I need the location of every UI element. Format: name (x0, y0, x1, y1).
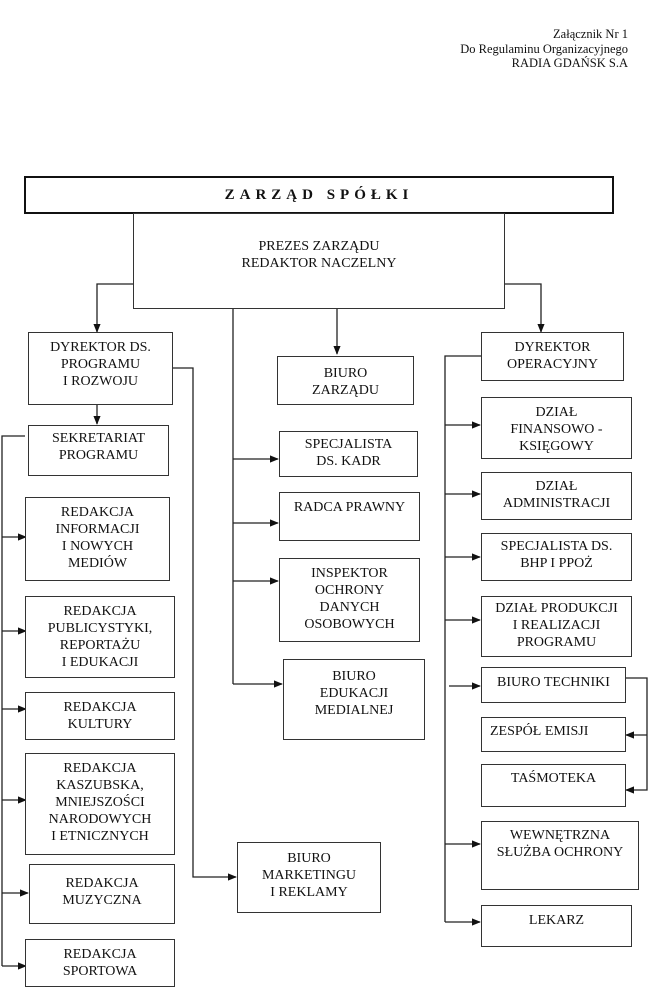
legal-counsel-box: RADCA PRAWNY (279, 492, 420, 541)
operations-director-box: DYREKTOR OPERACYJNY (481, 332, 624, 381)
technical-office-label: BIURO TECHNIKI (497, 675, 610, 690)
unit-kashubian-label: REDAKCJA KASZUBSKA, MNIEJSZOŚCI NARODOWY… (48, 761, 152, 844)
attachment-regulation: Do Regulaminu Organizacyjnego (460, 41, 628, 56)
unit-journalism-label: REDAKCJA PUBLICYSTYKI, REPORTAŻU I EDUKA… (47, 604, 153, 670)
media-education-label: BIURO EDUKACJI MEDIALNEJ (314, 669, 394, 718)
media-education-box: BIURO EDUKACJI MEDIALNEJ (283, 659, 425, 740)
doctor-label: LEKARZ (528, 913, 585, 928)
production-dept-label: DZIAŁ PRODUKCJI I REALIZACJI PROGRAMU (495, 601, 618, 650)
connector-right-trunk (444, 355, 481, 922)
operations-director-label: DYREKTOR OPERACYJNY (506, 340, 598, 372)
broadcast-team-box: ZESPÓŁ EMISJI (481, 717, 626, 752)
connector-technical-office (625, 677, 648, 794)
board-office-box: BIURO ZARZĄDU (277, 356, 414, 405)
administration-dept-label: DZIAŁ ADMINISTRACJI (502, 479, 611, 511)
president-label: PREZES ZARZĄDU REDAKTOR NACZELNY (241, 239, 397, 271)
security-service-label: WEWNĘTRZNA SŁUŻBA OCHRONY (496, 828, 624, 860)
program-director-label: DYREKTOR DS. PROGRAMU I ROZWOJU (50, 340, 151, 389)
unit-journalism-box: REDAKCJA PUBLICYSTYKI, REPORTAŻU I EDUKA… (25, 596, 175, 678)
finance-dept-box: DZIAŁ FINANSOWO - KSIĘGOWY (481, 397, 632, 459)
data-protection-label: INSPEKTOR OCHRONY DANYCH OSOBOWYCH (304, 566, 395, 632)
unit-sports-label: REDAKCJA SPORTOWA (62, 947, 138, 979)
unit-music-label: REDAKCJA MUZYCZNA (62, 876, 142, 908)
connector-director-marketing (173, 367, 237, 881)
marketing-box: BIURO MARKETINGU I REKLAMY (237, 842, 381, 913)
secretariat-box: SEKRETARIAT PROGRAMU (28, 425, 169, 476)
unit-culture-label: REDAKCJA KULTURY (63, 700, 137, 732)
board-office-label: BIURO ZARZĄDU (312, 366, 379, 398)
security-service-box: WEWNĘTRZNA SŁUŻBA OCHRONY (481, 821, 639, 890)
hr-specialist-box: SPECJALISTA DS. KADR (279, 431, 418, 477)
safety-specialist-label: SPECJALISTA DS. BHP I PPOŻ (500, 539, 613, 571)
administration-dept-box: DZIAŁ ADMINISTRACJI (481, 472, 632, 520)
unit-sports-box: REDAKCJA SPORTOWA (25, 939, 175, 987)
production-dept-box: DZIAŁ PRODUKCJI I REALIZACJI PROGRAMU (481, 596, 632, 657)
finance-dept-label: DZIAŁ FINANSOWO - KSIĘGOWY (510, 405, 603, 454)
safety-specialist-box: SPECJALISTA DS. BHP I PPOŻ (481, 533, 632, 581)
attachment-header: Załącznik Nr 1 Do Regulaminu Organizacyj… (460, 27, 628, 71)
unit-news-box: REDAKCJA INFORMACJI I NOWYCH MEDIÓW (25, 497, 170, 581)
doctor-box: LEKARZ (481, 905, 632, 947)
hr-specialist-label: SPECJALISTA DS. KADR (304, 437, 393, 469)
unit-music-box: REDAKCJA MUZYCZNA (29, 864, 175, 924)
marketing-label: BIURO MARKETINGU I REKLAMY (261, 851, 357, 900)
legal-counsel-label: RADCA PRAWNY (293, 500, 406, 515)
board-box: ZARZĄD SPÓŁKI (24, 176, 614, 214)
connector-left-trunk (1, 435, 25, 966)
secretariat-label: SEKRETARIAT PROGRAMU (52, 431, 145, 463)
connector-president-right-director (505, 283, 545, 333)
board-label: ZARZĄD SPÓŁKI (224, 186, 414, 203)
tape-library-label: TAŚMOTEKA (510, 771, 597, 786)
president-box: PREZES ZARZĄDU REDAKTOR NACZELNY (133, 213, 505, 309)
data-protection-box: INSPEKTOR OCHRONY DANYCH OSOBOWYCH (279, 558, 420, 642)
unit-news-label: REDAKCJA INFORMACJI I NOWYCH MEDIÓW (55, 505, 140, 571)
attachment-number: Załącznik Nr 1 (553, 27, 628, 41)
attachment-company: RADIA GDAŃSK S.A (511, 56, 628, 70)
broadcast-team-label: ZESPÓŁ EMISJI (490, 724, 589, 739)
program-director-box: DYREKTOR DS. PROGRAMU I ROZWOJU (28, 332, 173, 405)
unit-kashubian-box: REDAKCJA KASZUBSKA, MNIEJSZOŚCI NARODOWY… (25, 753, 175, 855)
tape-library-box: TAŚMOTEKA (481, 764, 626, 807)
unit-culture-box: REDAKCJA KULTURY (25, 692, 175, 740)
connector-president-left-director (93, 283, 133, 333)
technical-office-box: BIURO TECHNIKI (481, 667, 626, 703)
